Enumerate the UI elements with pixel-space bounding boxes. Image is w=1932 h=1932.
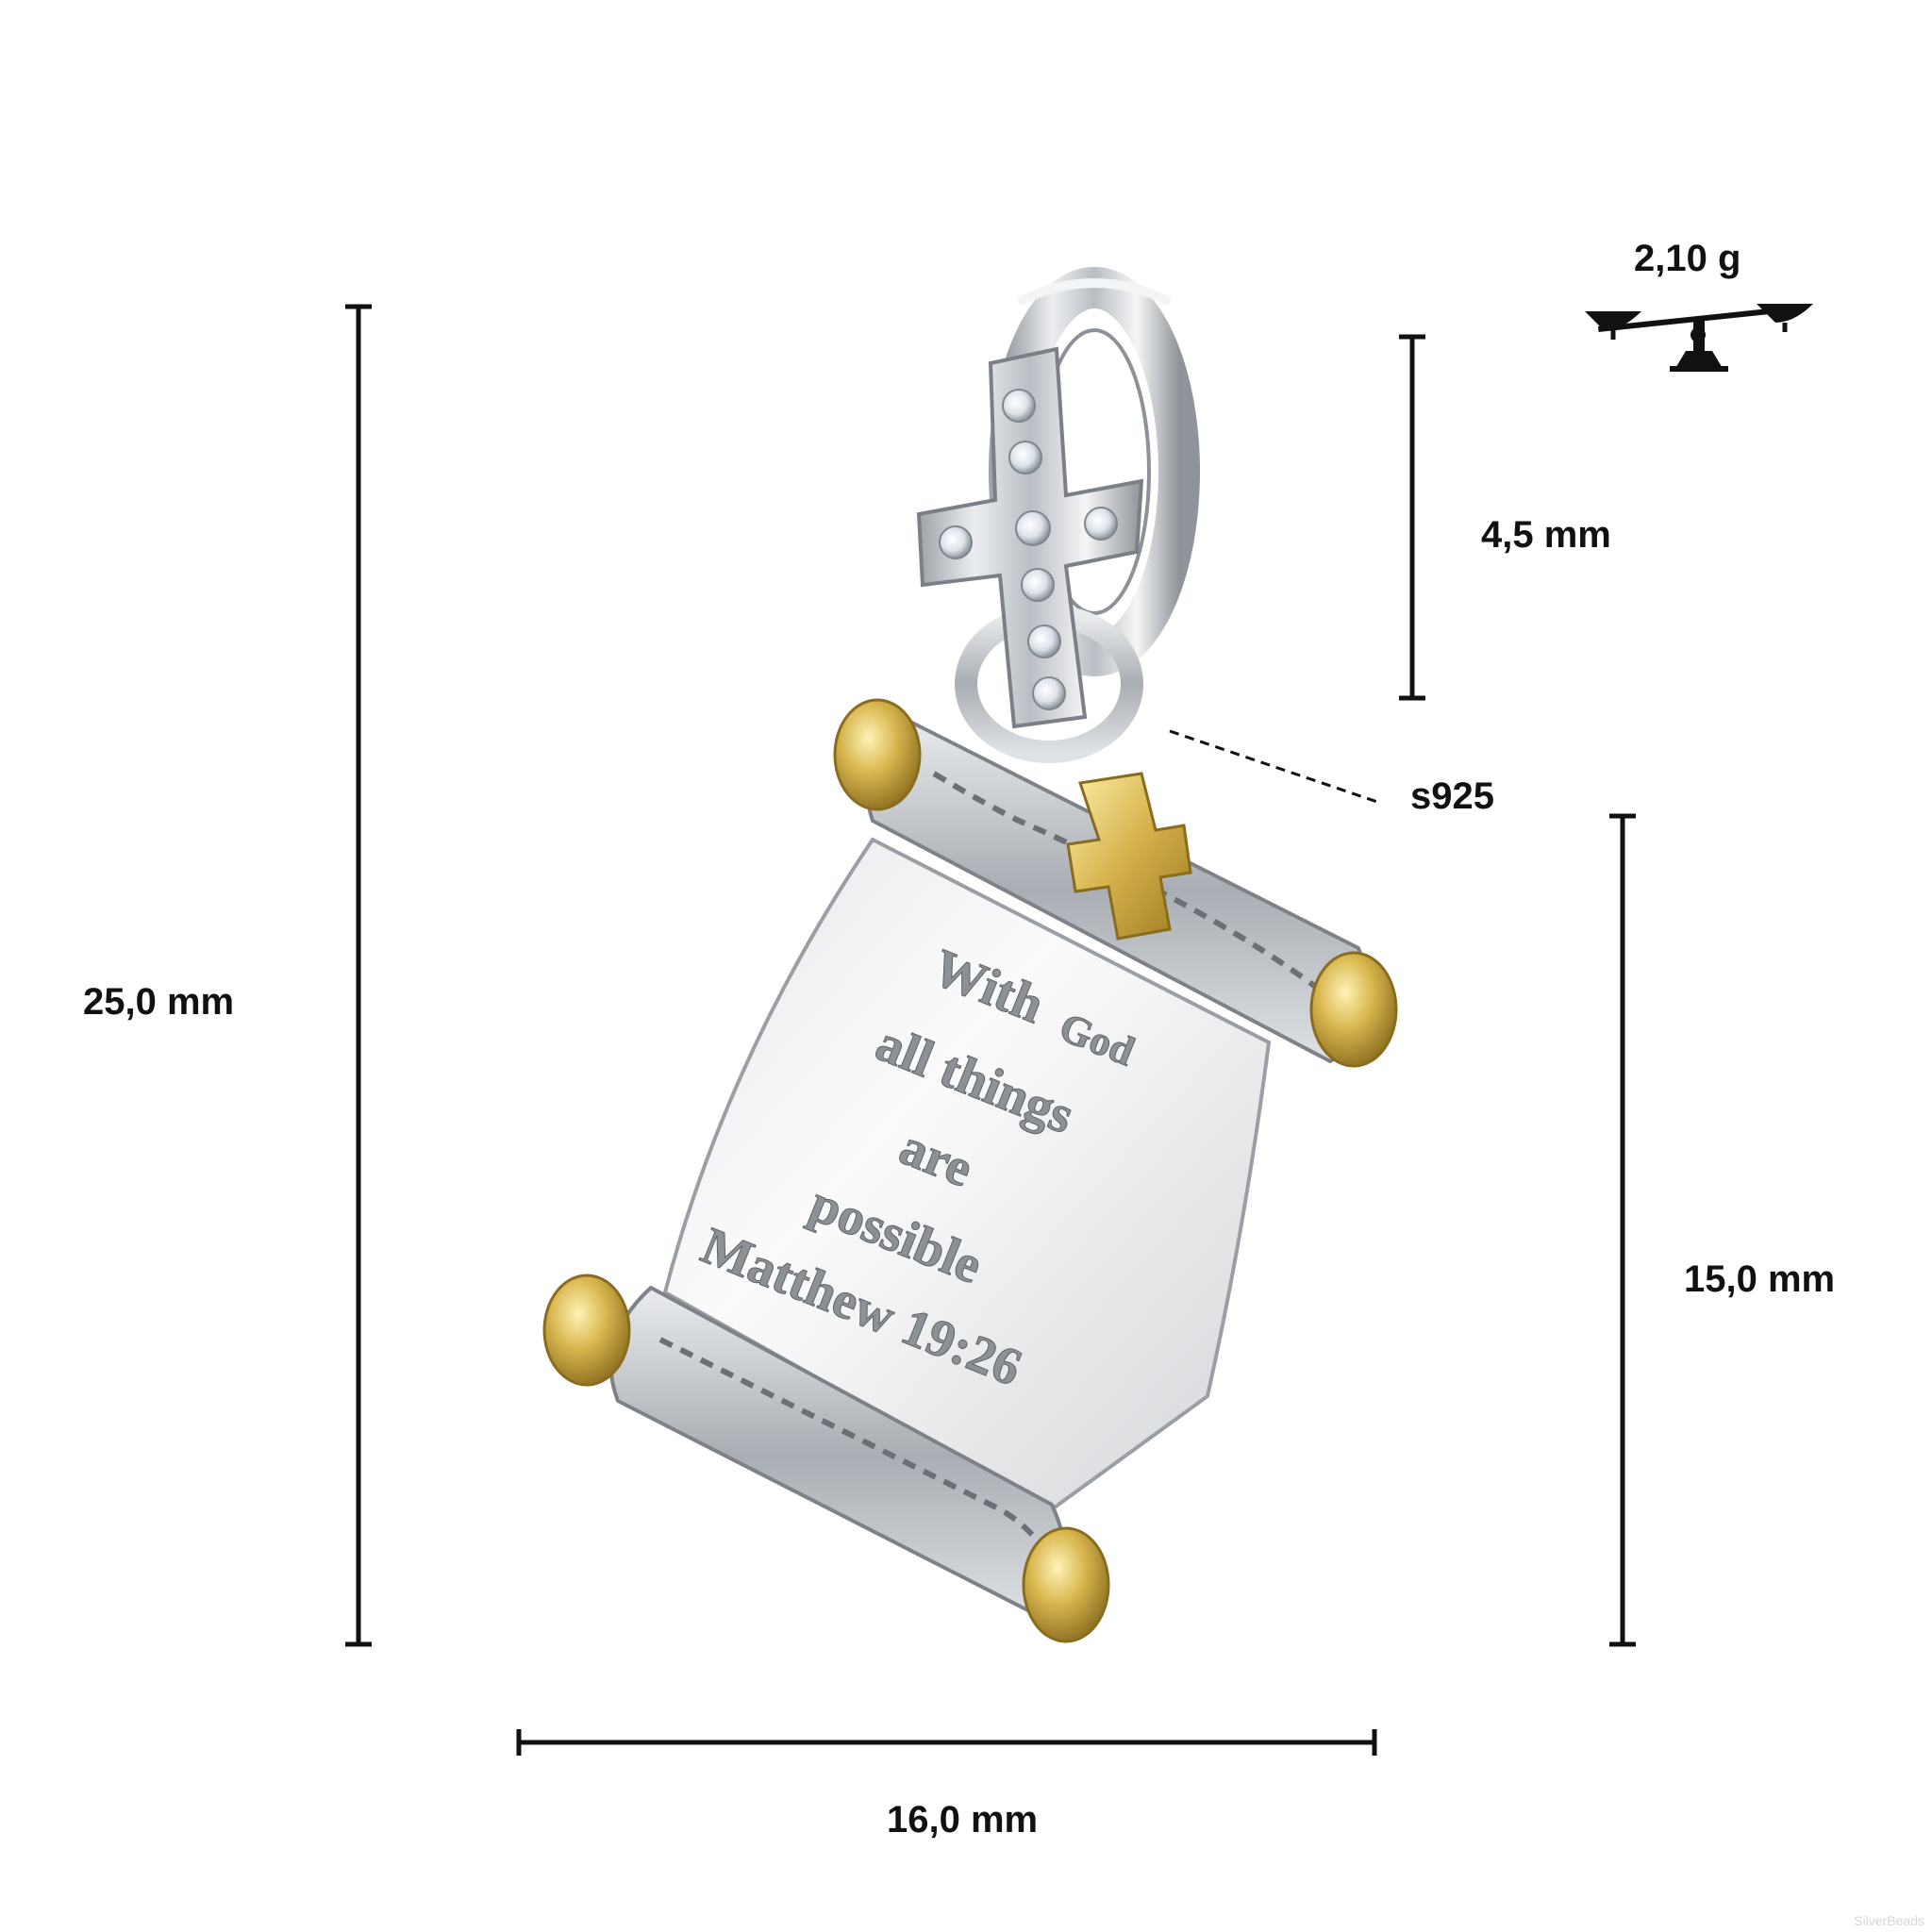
- stones: [939, 389, 1118, 710]
- total-height-dimension-line: [345, 304, 372, 1647]
- total-height-label: 25,0 mm: [83, 981, 235, 1023]
- charm-illustration: With God all things are possible Matthew…: [542, 267, 1398, 1643]
- material-leader-line: [1169, 729, 1378, 804]
- width-label: 16,0 mm: [887, 1799, 1039, 1840]
- scroll-height-label: 15,0 mm: [1684, 1258, 1836, 1300]
- scroll-bottom-roller: [542, 1274, 1110, 1643]
- scroll-height-dimension-line: [1609, 813, 1636, 1647]
- width-dimension-line: [516, 1729, 1377, 1756]
- gold-end-cap-bottom-right: [1022, 1526, 1110, 1643]
- watermark: SilverBeads: [1854, 1913, 1924, 1928]
- gold-end-cap-top-left: [833, 698, 922, 811]
- weight-label: 2,10 g: [1634, 238, 1741, 279]
- pave-cross: [916, 346, 1144, 729]
- scale-icon: [1585, 304, 1813, 372]
- gold-end-cap-top-right: [1309, 951, 1398, 1068]
- bail-height-label: 4,5 mm: [1481, 514, 1611, 556]
- bail-height-dimension-line: [1399, 334, 1425, 701]
- material-label: s925: [1410, 775, 1494, 817]
- gold-end-cap-bottom-left: [542, 1274, 631, 1387]
- gold-cross: [1066, 772, 1192, 941]
- scroll-paper: [662, 837, 1272, 1512]
